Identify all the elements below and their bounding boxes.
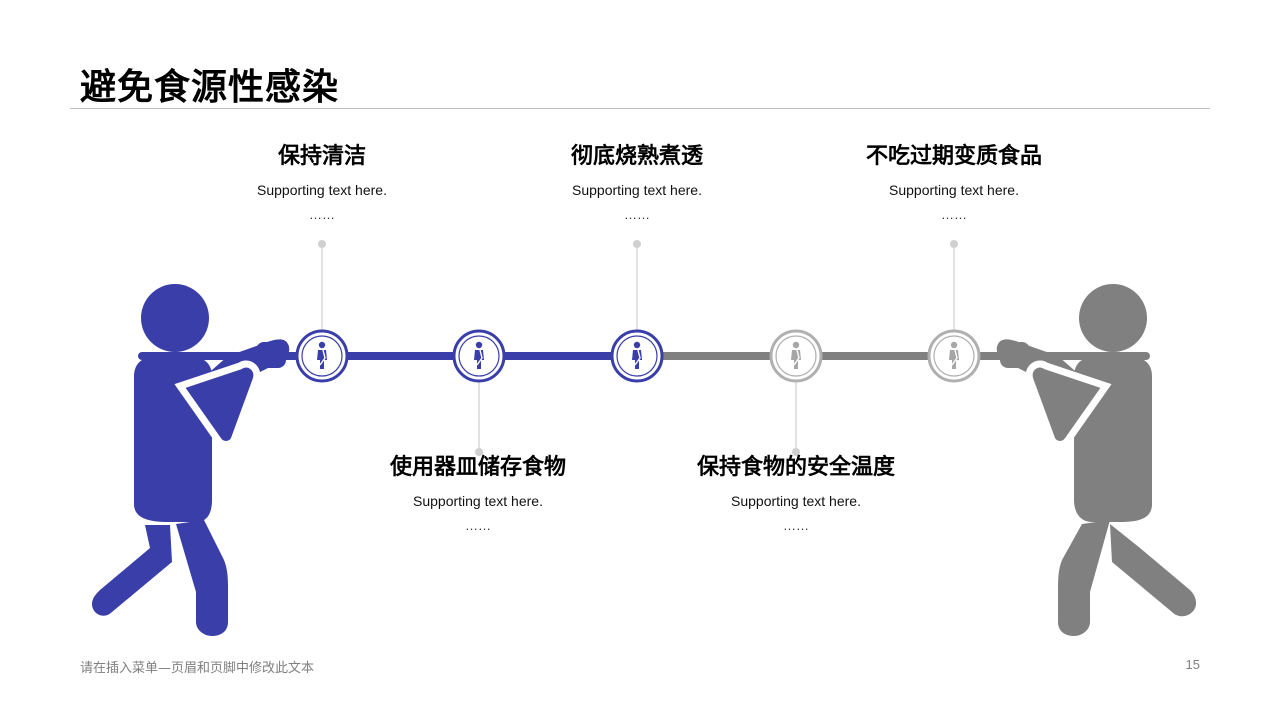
item-use-containers: 使用器皿储存食物 Supporting text here. …… [328,453,628,535]
item-ellipsis: …… [783,518,809,533]
milestone-5 [927,329,981,383]
item-keep-clean: 保持清洁 Supporting text here. …… [172,142,472,224]
page-number: 15 [1185,657,1200,672]
title-divider [70,108,1210,109]
gray-figure-hand [1000,342,1030,368]
item-supporting-text: Supporting text here. [572,182,702,198]
connector-dot [475,448,483,456]
milestone-2 [452,329,506,383]
slide-title: 避免食源性感染 [80,67,340,108]
item-title: 保持清洁 [277,144,366,169]
connector-dot [318,240,326,248]
blue-figure-hand [256,342,286,368]
connector-lines [321,244,955,452]
blue-figure-back-leg [92,525,172,616]
gray-figure [996,284,1197,636]
milestone-4 [769,329,823,383]
item-ellipsis: …… [309,207,335,222]
item-ellipsis: …… [624,207,650,222]
connector-dots [318,240,958,456]
item-supporting-text: Supporting text here. [731,493,861,509]
gray-figure-head [1079,284,1147,352]
footer-text: 请在插入菜单—页眉和页脚中修改此文本 [80,661,315,676]
gray-figure-front-arm [1025,360,1112,448]
item-supporting-text: Supporting text here. [889,182,1019,198]
item-title: 不吃过期变质食品 [865,144,1042,169]
item-supporting-text: Supporting text here. [413,493,543,509]
item-title: 保持食物的安全温度 [696,455,895,480]
gray-figure-front-leg [1058,520,1110,636]
gray-figure-back-leg [1110,524,1197,617]
milestone-3 [610,329,664,383]
blue-figure [92,284,290,636]
item-avoid-expired-food: 不吃过期变质食品 Supporting text here. …… [804,142,1104,224]
item-cook-thoroughly: 彻底烧熟煮透 Supporting text here. …… [487,142,787,224]
milestone-1 [295,329,349,383]
connector-dot [633,240,641,248]
connector-dot [950,240,958,248]
item-ellipsis: …… [941,207,967,222]
item-supporting-text: Supporting text here. [257,182,387,198]
blue-figure-front-arm [174,360,261,448]
blue-figure-head [141,284,209,352]
item-safe-temperature: 保持食物的安全温度 Supporting text here. …… [646,453,946,535]
connector-dot [792,448,800,456]
item-ellipsis: …… [465,518,491,533]
item-title: 使用器皿储存食物 [389,455,566,480]
blue-figure-front-leg [176,520,228,636]
item-title: 彻底烧熟煮透 [570,144,703,169]
